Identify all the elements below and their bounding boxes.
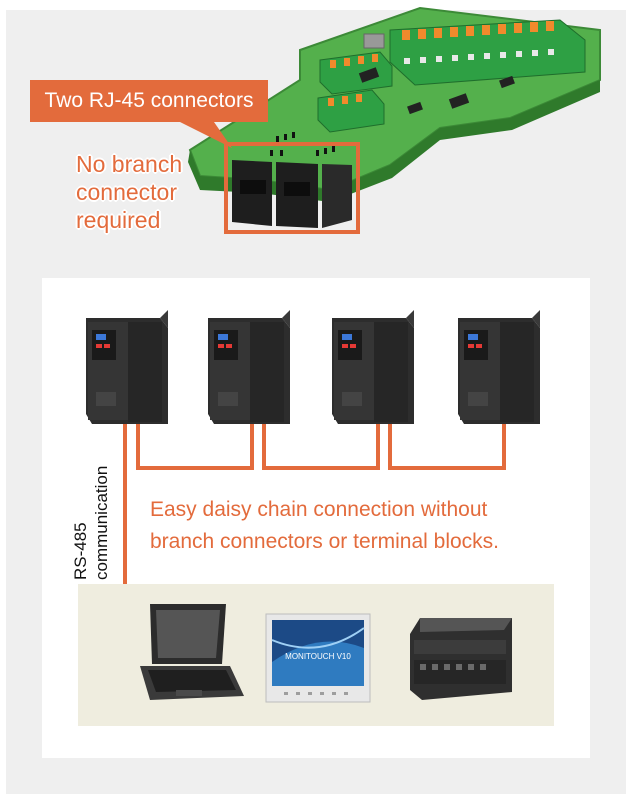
inverter-2 [208, 310, 290, 424]
rj45-connectors [232, 160, 352, 228]
plc-icon [410, 618, 512, 700]
chain-link-1 [136, 420, 254, 470]
rs485-line-1: RS-485 [71, 522, 90, 580]
inverter-1 [86, 310, 168, 424]
note-line-2: connector [76, 179, 178, 205]
note-line-1: No branch [76, 151, 183, 177]
rj45-callout-label: Two RJ-45 connectors [30, 80, 268, 122]
caption-line-1: Easy daisy chain connection without [150, 498, 488, 521]
terminal-block [389, 19, 586, 86]
inverter-3 [332, 310, 414, 424]
note-line-3: required [76, 207, 161, 233]
hmi-panel-icon: MONITOUCH V10 [265, 613, 371, 703]
connector-highlight-box [224, 142, 360, 234]
daisy-chain-caption: Easy daisy chain connection without bran… [150, 494, 570, 558]
rs485-label: RS-485 communication [70, 410, 120, 580]
chain-link-3 [388, 420, 506, 470]
inverter-4 [458, 310, 540, 424]
callout-pointer [180, 122, 232, 148]
chain-link-2 [262, 420, 380, 470]
hmi-screen-text: MONITOUCH V10 [285, 652, 351, 661]
rs485-line-2: communication [92, 465, 111, 580]
caption-line-2: branch connectors or terminal blocks. [150, 530, 499, 553]
laptop-icon [140, 604, 244, 700]
no-branch-note: No branch connector required [76, 150, 182, 234]
